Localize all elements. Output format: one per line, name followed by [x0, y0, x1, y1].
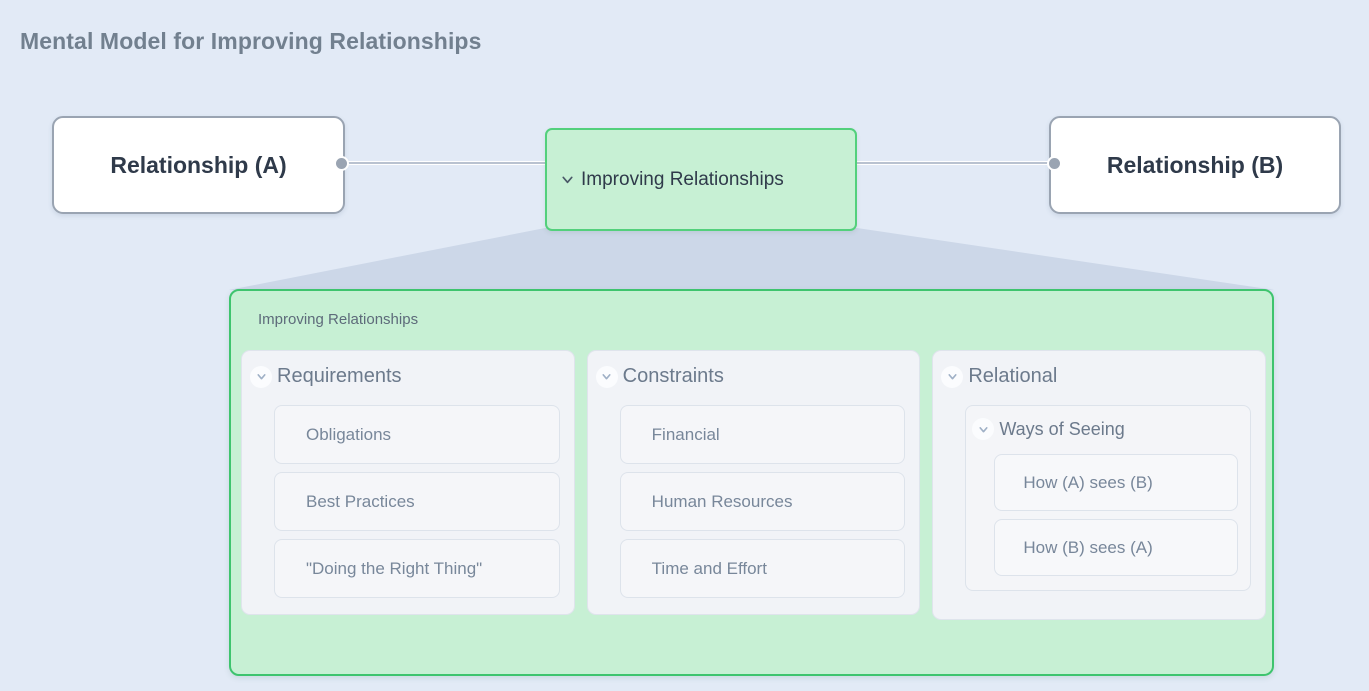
- node-label: Relationship (B): [1106, 151, 1284, 178]
- subgroup-label: Ways of Seeing: [999, 418, 1125, 439]
- chevron-down-icon[interactable]: [941, 365, 964, 388]
- subgroup-ways-of-seeing[interactable]: Ways of Seeing How (A) sees (B) How (B) …: [965, 405, 1252, 591]
- chevron-down-icon[interactable]: [559, 171, 576, 188]
- group-header[interactable]: Constraints: [595, 365, 906, 388]
- chevron-down-icon[interactable]: [595, 365, 618, 388]
- list-item-label: Time and Effort: [651, 558, 767, 578]
- list-item[interactable]: Human Resources: [619, 472, 906, 531]
- group-label: Relational: [968, 365, 1058, 387]
- subgroup-header[interactable]: Ways of Seeing: [972, 418, 1238, 440]
- expansion-funnel: [229, 228, 1274, 290]
- group-items: Financial Human Resources Time and Effor…: [596, 405, 906, 598]
- list-item-label: Human Resources: [651, 491, 793, 511]
- list-item-label: "Doing the Right Thing": [306, 558, 483, 578]
- group-label: Constraints: [622, 365, 724, 387]
- chevron-down-icon[interactable]: [972, 418, 995, 440]
- node-relationship-a[interactable]: Relationship (A): [52, 116, 345, 214]
- group-requirements[interactable]: Requirements Obligations Best Practices …: [241, 350, 575, 615]
- list-item-label: Obligations: [306, 424, 392, 444]
- node-relationship-b[interactable]: Relationship (B): [1049, 116, 1341, 214]
- node-label: Improving Relationships: [581, 168, 784, 190]
- node-improving-relationships[interactable]: Improving Relationships: [545, 128, 857, 231]
- group-relational[interactable]: Relational Ways of Seeing How (A) sees (…: [932, 350, 1267, 620]
- group-items: Obligations Best Practices "Doing the Ri…: [250, 405, 560, 598]
- list-item-label: How (A) sees (B): [1023, 472, 1153, 492]
- list-item[interactable]: Obligations: [274, 405, 560, 464]
- list-item-label: Best Practices: [306, 491, 415, 511]
- list-item[interactable]: Financial: [619, 405, 906, 464]
- edge-handle-a[interactable]: [334, 156, 349, 171]
- edge-center-to-b: [853, 161, 1053, 165]
- detail-columns: Requirements Obligations Best Practices …: [241, 350, 1267, 620]
- node-label: Relationship (A): [110, 151, 287, 178]
- detail-panel-title: Improving Relationships: [258, 311, 419, 328]
- group-header[interactable]: Requirements: [250, 365, 560, 388]
- list-item[interactable]: How (A) sees (B): [994, 454, 1239, 511]
- list-item[interactable]: Best Practices: [274, 472, 560, 531]
- edge-handle-b[interactable]: [1047, 156, 1062, 171]
- list-item[interactable]: "Doing the Right Thing": [274, 539, 560, 598]
- chevron-down-icon[interactable]: [250, 365, 272, 388]
- subgroup-items: How (A) sees (B) How (B) sees (A): [972, 454, 1239, 576]
- detail-panel: Improving Relationships Requirements Obl…: [229, 289, 1274, 676]
- group-header[interactable]: Relational: [941, 365, 1251, 388]
- list-item[interactable]: Time and Effort: [619, 539, 906, 598]
- list-item-label: How (B) sees (A): [1023, 537, 1153, 557]
- edge-a-to-center: [341, 161, 549, 165]
- page-title: Mental Model for Improving Relationships: [20, 28, 482, 54]
- list-item-label: Financial: [651, 424, 720, 444]
- group-constraints[interactable]: Constraints Financial Human Resources Ti…: [586, 350, 921, 615]
- group-label: Requirements: [277, 365, 402, 387]
- list-item[interactable]: How (B) sees (A): [994, 519, 1239, 576]
